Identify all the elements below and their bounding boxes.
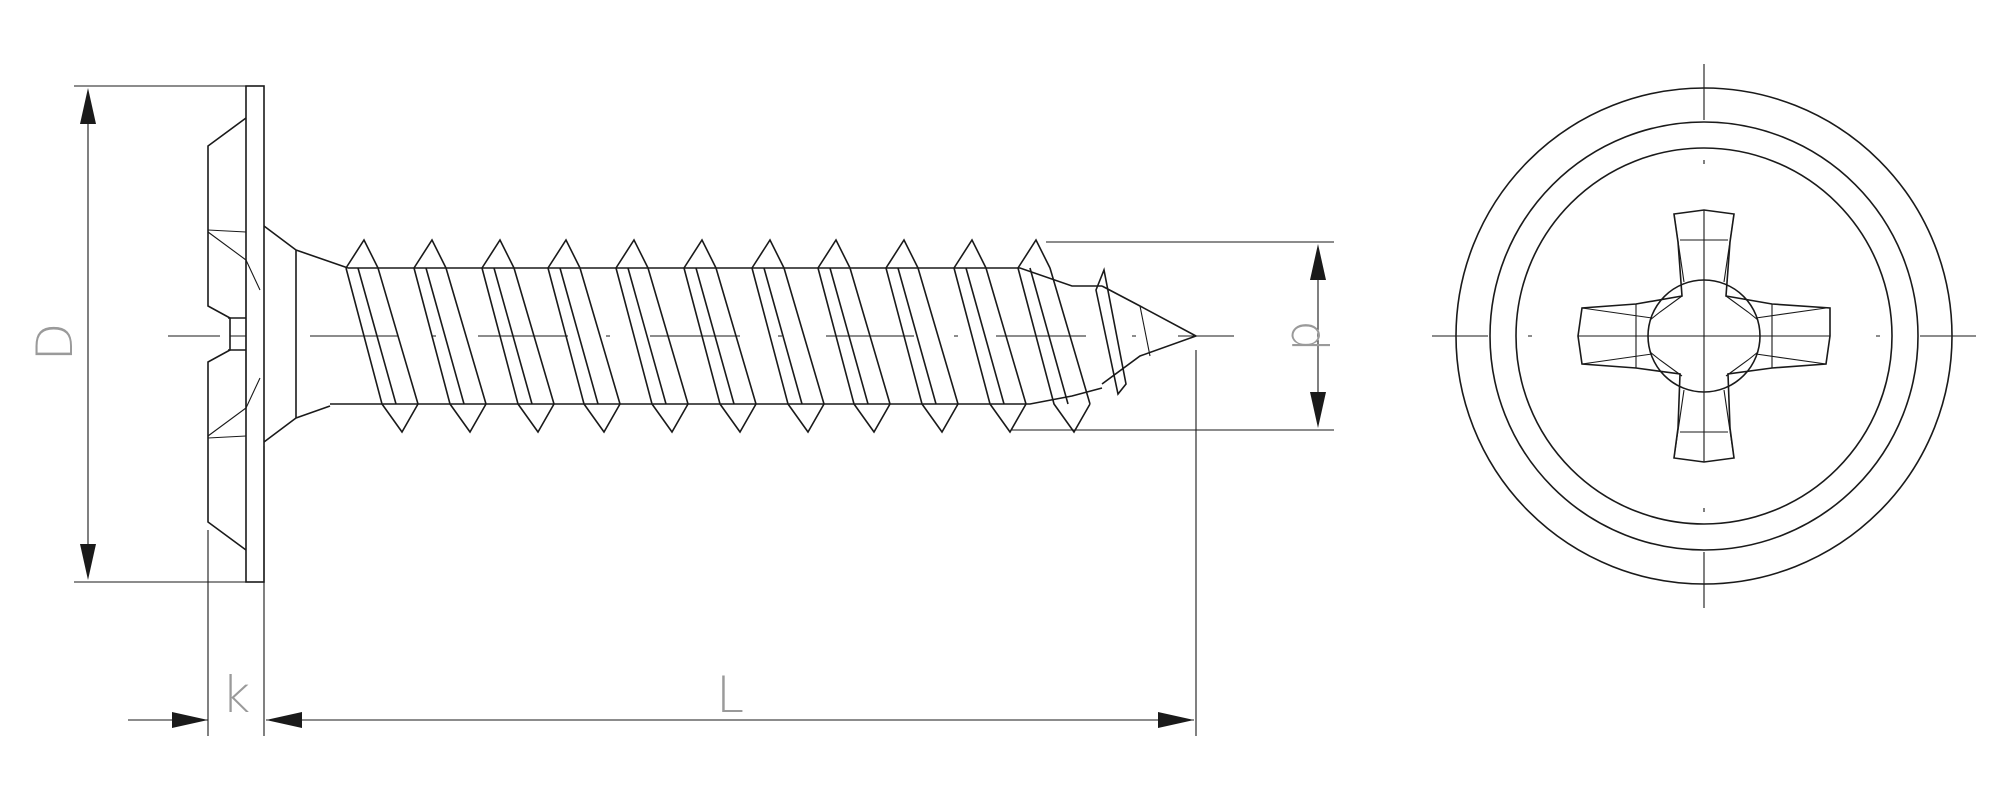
head-inner-circle xyxy=(1515,147,1893,525)
thread-crests xyxy=(345,238,1091,434)
top-view-centerlines xyxy=(1432,64,1976,608)
head-slot xyxy=(228,317,246,351)
head-inner-lines xyxy=(207,231,261,437)
thread-crest xyxy=(615,238,689,434)
thread-crest xyxy=(953,238,1027,434)
dimension-label-d: d xyxy=(1280,320,1338,352)
phillips-cross-recess-icon xyxy=(1577,209,1831,463)
dimension-L: L xyxy=(266,350,1197,736)
thread-crest xyxy=(413,238,487,434)
thread-crest xyxy=(345,238,419,434)
thread-crest xyxy=(547,238,621,434)
screw-side-view xyxy=(168,85,1234,583)
thread-crest xyxy=(683,238,757,434)
thread-crest xyxy=(817,238,891,434)
under-head-cone xyxy=(263,225,349,443)
head-profile xyxy=(207,117,247,551)
head-outer-circle xyxy=(1489,121,1919,551)
thread-crest xyxy=(1017,238,1091,434)
thread-crest xyxy=(885,238,959,434)
dimension-label-L: L xyxy=(716,666,744,724)
dimension-d: d xyxy=(1012,241,1338,431)
screw-head-top-view xyxy=(1432,64,1976,608)
dimension-label-k: k xyxy=(222,666,251,724)
washer-flange xyxy=(245,85,265,583)
dimension-D: D xyxy=(26,85,246,583)
dimension-label-D: D xyxy=(26,323,84,362)
thread-crest xyxy=(751,238,825,434)
thread-crest xyxy=(481,238,555,434)
dimension-k: k xyxy=(128,446,265,736)
